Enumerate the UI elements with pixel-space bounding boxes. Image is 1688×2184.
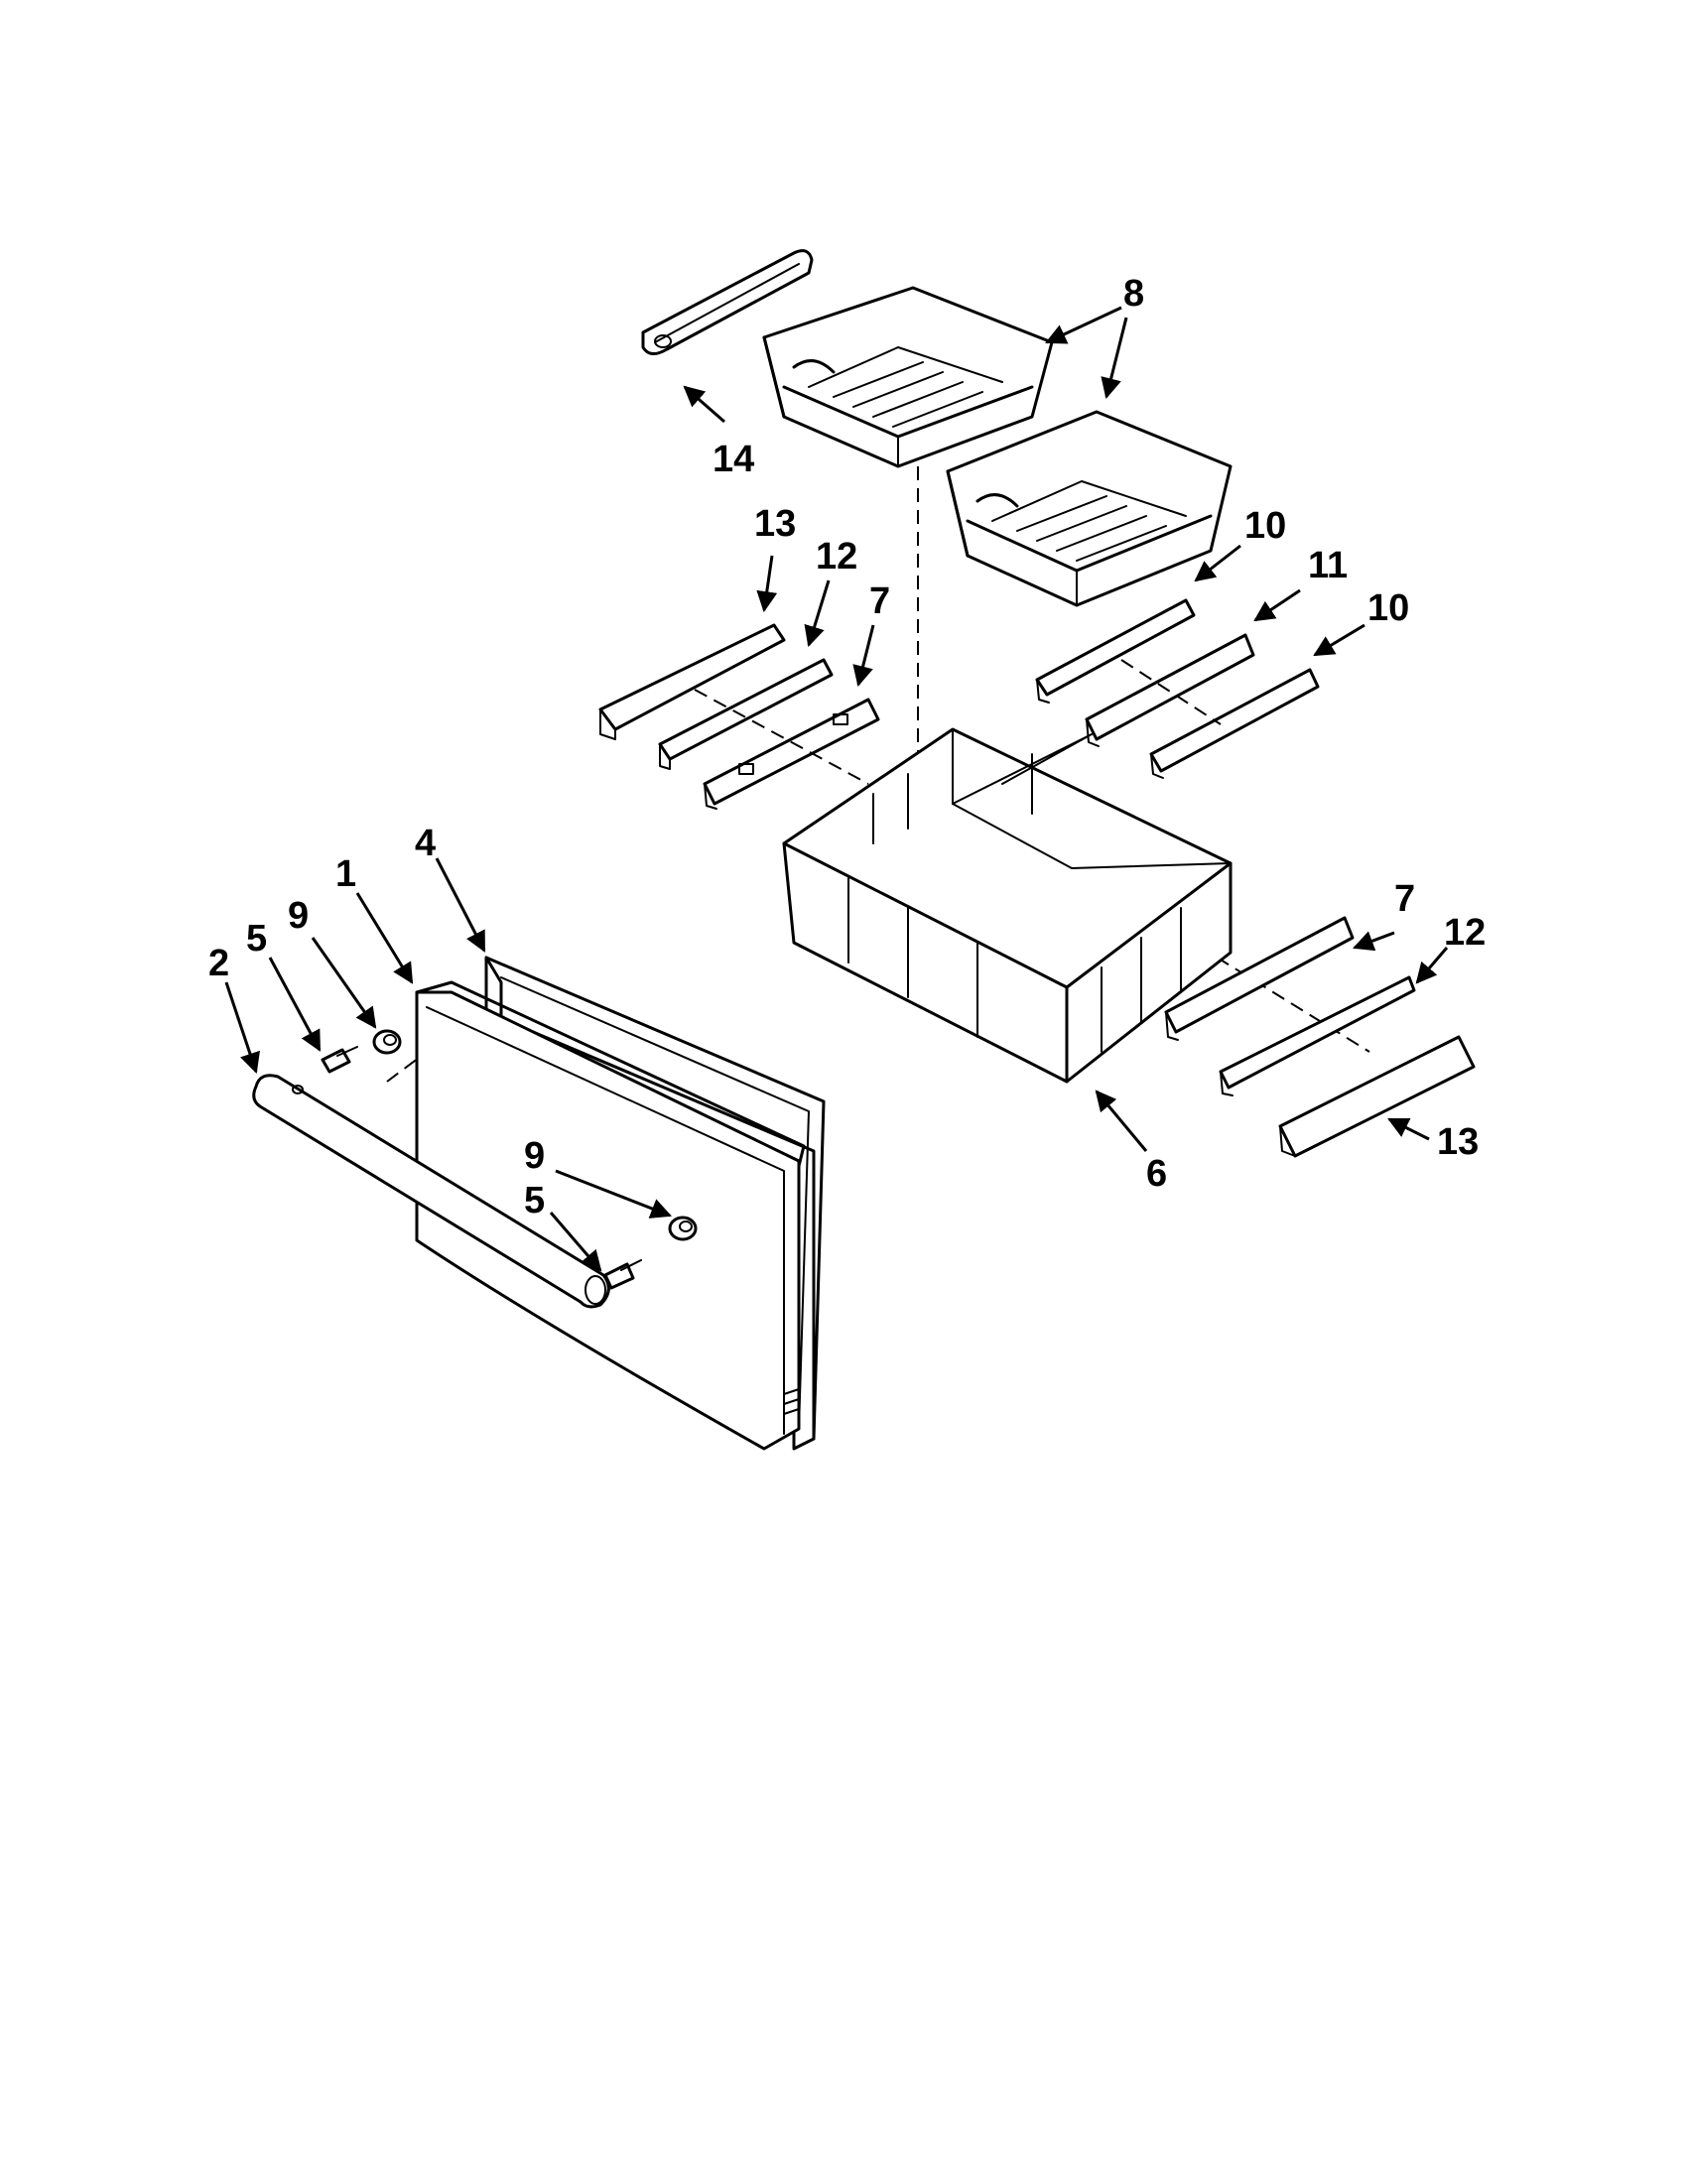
leader-5a	[268, 957, 322, 1052]
part-10-upper-right-rail	[1035, 598, 1196, 704]
callout-5-lower: 5	[524, 1180, 545, 1221]
leader-1	[355, 892, 414, 984]
part-10-lower-right-rail	[1149, 668, 1320, 779]
leader-12a	[804, 579, 831, 648]
leader-13b	[1387, 1117, 1430, 1141]
part-2-handle	[252, 1074, 610, 1309]
part-12-right-slide	[1219, 975, 1416, 1096]
part-4-door-gasket	[484, 956, 826, 1451]
callout-6: 6	[1146, 1153, 1167, 1195]
callout-14: 14	[713, 439, 754, 480]
callout-4: 4	[415, 823, 436, 864]
leader-14	[683, 385, 725, 424]
leader-9a	[311, 937, 377, 1029]
leader-5b	[549, 1212, 602, 1272]
leader-2	[224, 981, 260, 1074]
part-7-left-slide-bracket	[703, 698, 880, 810]
callout-12-lower: 12	[1444, 912, 1486, 954]
callout-5-upper: 5	[246, 918, 267, 960]
leader-12b	[1415, 947, 1449, 984]
callout-13-lower: 13	[1437, 1121, 1479, 1163]
part-6-freezer-basket	[782, 727, 1233, 1084]
leader-8b	[1101, 317, 1128, 400]
leader-10b	[1313, 623, 1365, 657]
alignment-line-left-rails	[694, 689, 869, 785]
leader-6	[1095, 1090, 1148, 1152]
part-1-drawer-front	[415, 980, 806, 1451]
part-5-screw-lower	[603, 1259, 642, 1290]
callout-13-upper: 13	[754, 503, 796, 545]
leader-13a	[756, 555, 778, 613]
callout-7-upper: 7	[869, 580, 890, 622]
leader-10a	[1194, 544, 1241, 582]
callout-1: 1	[335, 853, 356, 895]
leader-4	[435, 857, 486, 953]
callout-9-upper: 9	[288, 895, 309, 937]
part-13-left-rail-cover	[598, 623, 786, 740]
part-8-upper-basket-left	[762, 286, 1054, 468]
part-14-clip	[641, 249, 814, 355]
alignment-line-right-rails	[1120, 659, 1222, 725]
callout-2: 2	[208, 943, 229, 984]
leader-9b	[555, 1169, 672, 1219]
part-8-upper-basket-right	[946, 410, 1233, 607]
part-9-spacer-upper	[372, 1029, 402, 1055]
callout-8: 8	[1123, 273, 1144, 315]
leader-8a	[1045, 306, 1122, 344]
part-7-right-slide-bracket	[1164, 916, 1355, 1041]
callout-10-lower: 10	[1367, 587, 1409, 629]
leader-7a	[852, 624, 875, 688]
callout-7-lower: 7	[1394, 878, 1415, 920]
callout-11: 11	[1308, 545, 1348, 586]
callout-12-upper: 12	[816, 536, 857, 578]
part-12-left-slide	[658, 658, 834, 770]
part-5-screw-upper	[321, 1046, 358, 1074]
part-11-right-slide	[1085, 633, 1255, 747]
part-9-spacer-lower	[668, 1216, 698, 1241]
callout-9-lower: 9	[524, 1135, 545, 1177]
leader-11	[1253, 588, 1301, 622]
leader-7b	[1353, 931, 1395, 952]
callout-10-upper: 10	[1244, 505, 1286, 547]
alignment-line-handle-top	[386, 1036, 448, 1083]
part-13-right-rail-cover	[1278, 1035, 1476, 1158]
